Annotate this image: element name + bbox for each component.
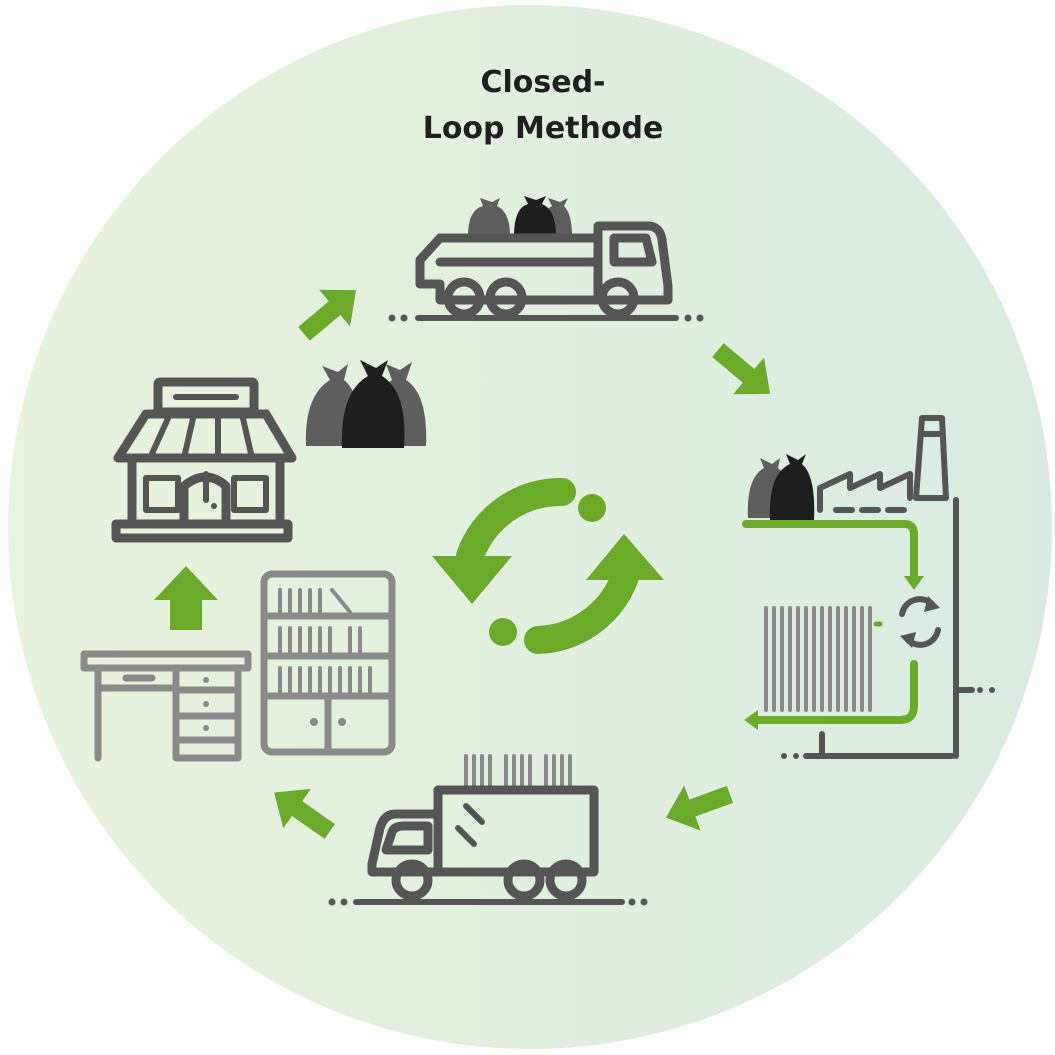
delivery-truck-icon <box>328 754 648 906</box>
shop-icon <box>111 377 297 543</box>
background-circle <box>8 5 1052 1049</box>
factory-recycling-icon <box>742 415 995 759</box>
flow-arrow-factory-to-delivery <box>666 785 734 831</box>
flow-arrow-furniture-to-shop <box>154 566 218 630</box>
truck-bags-icon <box>468 196 572 236</box>
office-furniture-icon <box>80 570 396 762</box>
title-line-2: Loop Methode <box>423 111 664 146</box>
recycle-cycle-icon <box>432 477 664 654</box>
flow-arrow-truck-to-factory <box>712 343 771 395</box>
diagram-title: Closed- Loop Methode <box>423 65 664 146</box>
trash-bags-icon <box>305 360 427 448</box>
garbage-truck-icon <box>388 196 704 322</box>
title-line-1: Closed- <box>480 65 605 100</box>
flow-arrow-delivery-to-furniture <box>274 788 336 839</box>
flow-arrow-shop-to-truck <box>298 289 357 341</box>
